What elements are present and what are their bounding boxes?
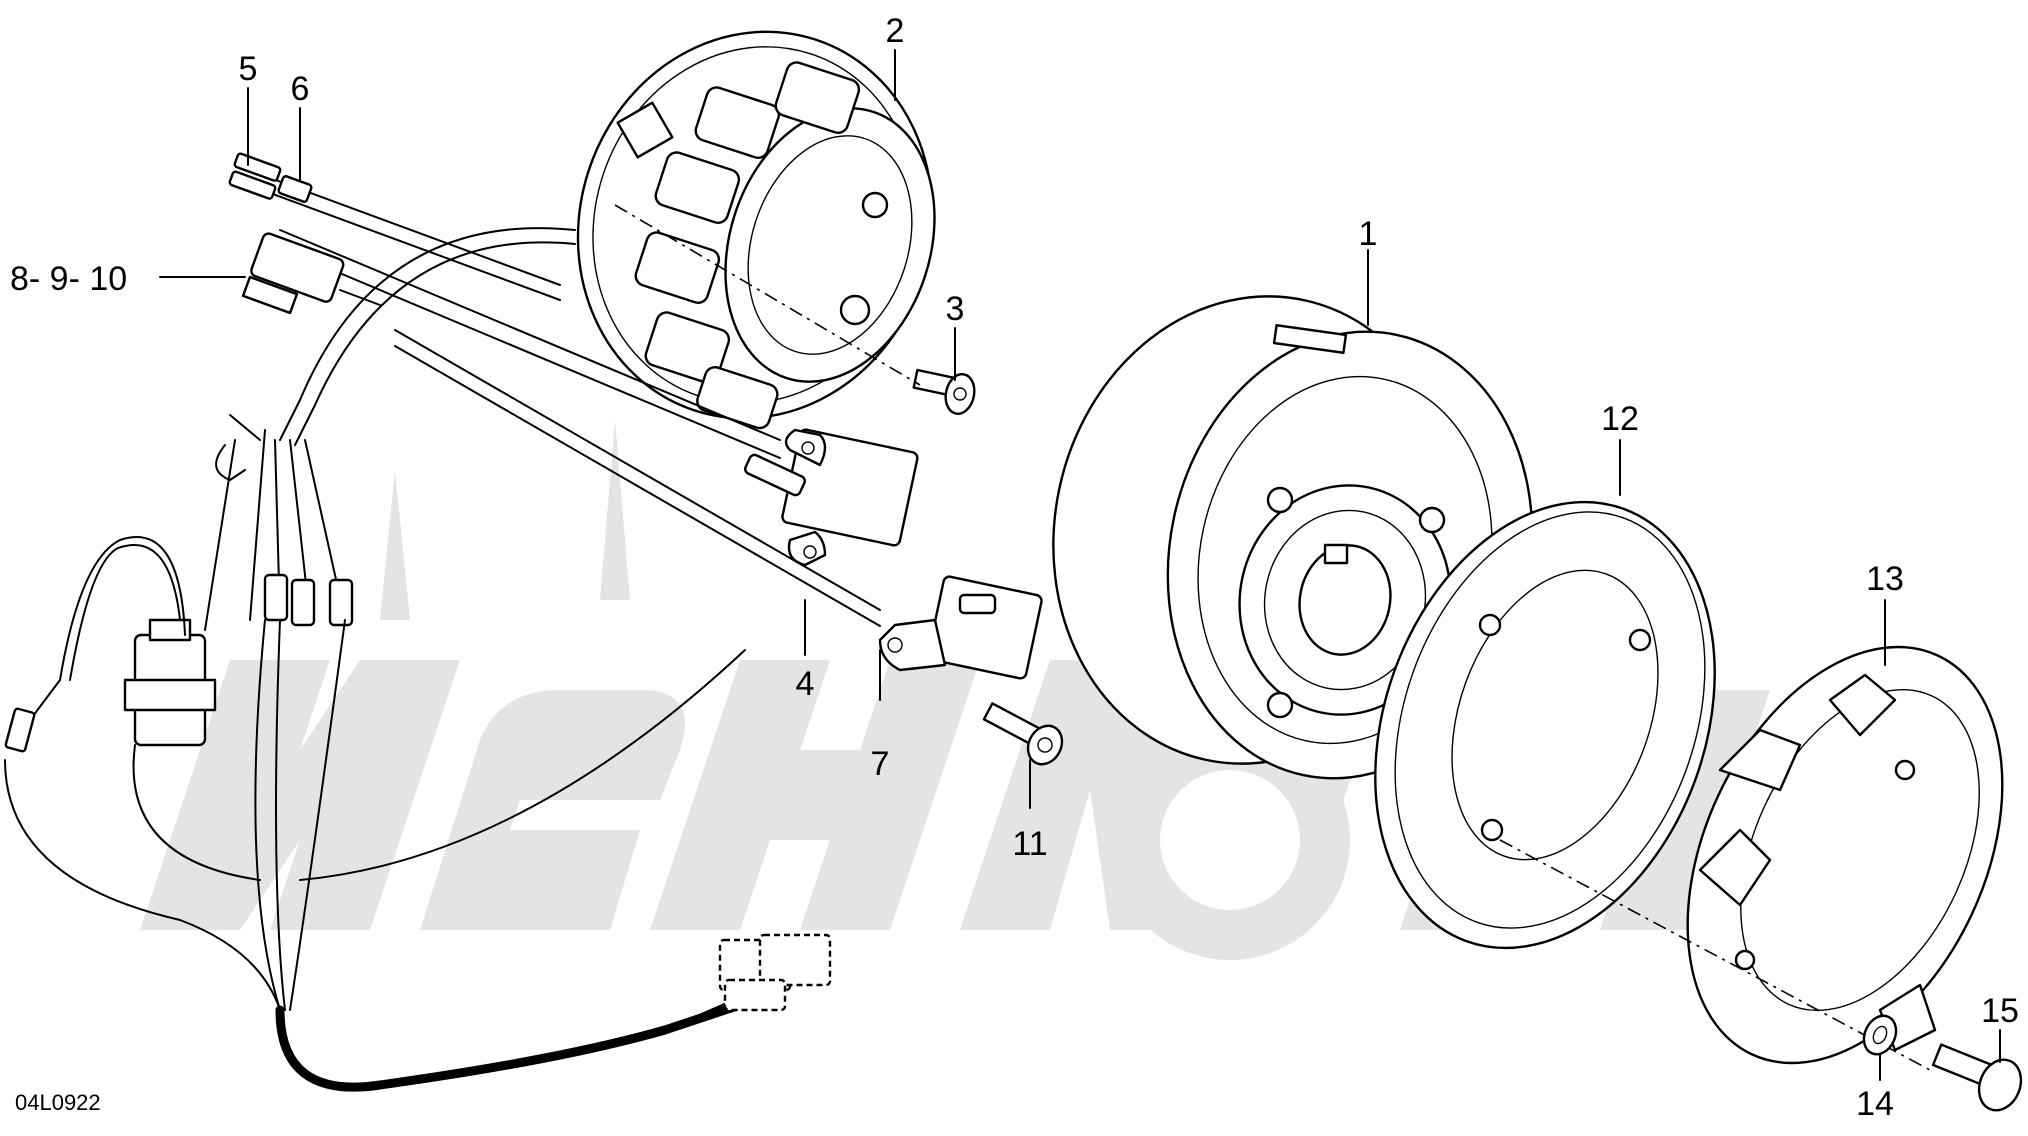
stator-screw bbox=[912, 368, 976, 415]
wire-terminals bbox=[228, 152, 313, 203]
callout-2: 2 bbox=[886, 12, 905, 50]
flywheel-bolt bbox=[1931, 1043, 2023, 1112]
drawing-code: 04L0922 bbox=[15, 1090, 101, 1115]
callout-11: 11 bbox=[1012, 825, 1047, 863]
leader-lines bbox=[159, 49, 2001, 1081]
connector-housing bbox=[241, 232, 381, 315]
stator-centerline bbox=[614, 204, 921, 386]
washer bbox=[1862, 1014, 1898, 1056]
callout-labels: 1 2 3 4 5 6 7 8- 9- 10 11 12 13 14 15 04… bbox=[10, 12, 2019, 1123]
trigger-coil bbox=[744, 428, 919, 567]
callout-6: 6 bbox=[291, 70, 310, 108]
flywheel-centerline bbox=[1499, 839, 1931, 1071]
callout-8-9-10: 8- 9- 10 bbox=[10, 260, 127, 298]
callout-4: 4 bbox=[796, 665, 815, 703]
sensor-screw bbox=[982, 702, 1064, 766]
callout-3: 3 bbox=[946, 290, 965, 328]
callout-1: 1 bbox=[1359, 215, 1378, 253]
starter-ring bbox=[1374, 500, 1716, 950]
callout-13: 13 bbox=[1866, 560, 1904, 598]
callout-7: 7 bbox=[871, 745, 890, 783]
callout-15: 15 bbox=[1981, 992, 2019, 1030]
callout-14: 14 bbox=[1856, 1085, 1894, 1123]
stator-assembly bbox=[576, 30, 936, 430]
callout-12: 12 bbox=[1601, 400, 1639, 438]
speed-sensor bbox=[878, 575, 1043, 680]
callout-5: 5 bbox=[239, 50, 258, 88]
wire-harness bbox=[4, 164, 881, 1092]
starter-cup bbox=[1686, 645, 2004, 1065]
